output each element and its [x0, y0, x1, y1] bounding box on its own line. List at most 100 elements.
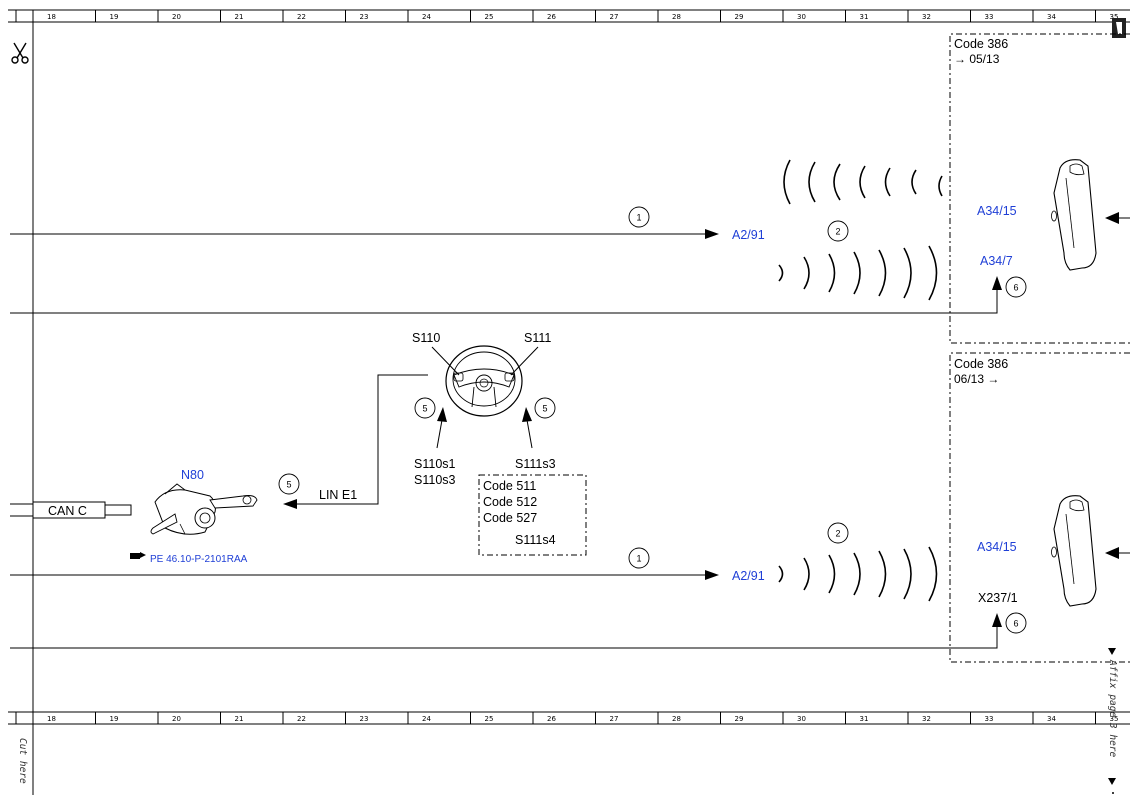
- code-386-bottom-sub: 06/13 →: [954, 372, 999, 386]
- svg-text:6: 6: [1013, 283, 1018, 293]
- label-a34-15-top: A34/15: [977, 204, 1017, 218]
- pointing-finger-icon: [130, 552, 146, 559]
- cut-here-label: Cut here: [17, 738, 28, 784]
- ruler-number-bottom: 20: [172, 715, 181, 723]
- label-a2-91-bottom: A2/91: [732, 569, 765, 583]
- ruler-number-top: 32: [922, 13, 931, 21]
- label-s111s4: S111s4: [515, 533, 556, 547]
- ruler-number-top: 29: [735, 13, 744, 21]
- affix-arrow-top: [1108, 648, 1116, 655]
- callout-6-bottom: 6: [1005, 612, 1027, 634]
- callout-5-left: 5: [414, 397, 436, 419]
- label-a34-15-bottom: A34/15: [977, 540, 1017, 554]
- label-a2-91-top: A2/91: [732, 228, 765, 242]
- ruler-number-top: 20: [172, 13, 181, 21]
- svg-text:5: 5: [422, 404, 427, 414]
- ruler-number-bottom: 23: [360, 715, 369, 723]
- ruler-number-top: 31: [860, 13, 869, 21]
- label-s111: S111: [524, 331, 551, 345]
- ruler-number-bottom: 21: [235, 715, 244, 723]
- svg-text:6: 6: [1013, 619, 1018, 629]
- ruler-number-bottom: 34: [1047, 715, 1056, 723]
- label-lin-e1: LIN E1: [319, 488, 357, 502]
- ruler-number-top: 33: [985, 13, 994, 21]
- code-386-top-title: Code 386: [954, 37, 1008, 51]
- callout-2-bottom: 2: [827, 522, 849, 544]
- scissors-icon: [11, 42, 29, 64]
- radio-waves-bottom: [778, 546, 938, 602]
- phone-cradle-icon: [1051, 495, 1097, 607]
- ruler-number-top: 22: [297, 13, 306, 21]
- leader-s111: [510, 346, 539, 376]
- arrow-head: [705, 229, 719, 239]
- ruler-number-bottom: 22: [297, 715, 306, 723]
- top-signal-line-2: [10, 290, 998, 314]
- code-386-top-sub: → 05/13: [954, 52, 1000, 66]
- arrow-head: [705, 570, 719, 580]
- label-pe-ref: PE 46.10-P-2101RAA: [150, 554, 248, 565]
- label-can-c: CAN C: [48, 504, 87, 518]
- ruler-number-bottom: 33: [985, 715, 994, 723]
- ruler-number-bottom: 28: [672, 715, 681, 723]
- affix-label: Affix page 3 here: [1107, 659, 1118, 758]
- combination-switch-icon: [150, 483, 258, 535]
- label-s110s1: S110s1: [414, 457, 456, 471]
- label-n80: N80: [181, 468, 204, 482]
- code-box: [478, 474, 587, 556]
- ruler-number-top: 26: [547, 13, 556, 21]
- callout-1-bottom: 1: [628, 547, 650, 569]
- ruler-number-bottom: 30: [797, 715, 806, 723]
- callout-5-right: 5: [534, 397, 556, 419]
- arrow-head: [992, 276, 1002, 290]
- ruler-number-top: 23: [360, 13, 369, 21]
- code-box-line-3: Code 527: [483, 511, 537, 525]
- arrow-head: [283, 499, 297, 509]
- lin-e1-line: [297, 374, 428, 505]
- arrow-s111s3: [526, 419, 533, 449]
- arrow-head: [437, 407, 447, 422]
- callout-6-top: 6: [1005, 276, 1027, 298]
- ruler-number-bottom: 18: [47, 715, 56, 723]
- pointing-hand-icon: [1112, 18, 1126, 38]
- callout-1-top: 1: [628, 206, 650, 228]
- code-box-line-1: Code 511: [483, 479, 536, 493]
- ruler-number-top: 19: [110, 13, 119, 21]
- ruler-number-top: 24: [422, 13, 431, 21]
- code-386-bottom-title: Code 386: [954, 357, 1008, 371]
- ruler-number-top: 34: [1047, 13, 1056, 21]
- ruler-number-top: 28: [672, 13, 681, 21]
- ruler-number-bottom: 26: [547, 715, 556, 723]
- code-box-line-2: Code 512: [483, 495, 537, 509]
- arrow-s110s1: [436, 419, 443, 449]
- ruler-number-bottom: 31: [860, 715, 869, 723]
- ruler-number-bottom: 27: [610, 715, 619, 723]
- label-a34-7: A34/7: [980, 254, 1013, 268]
- ruler-number-bottom: 32: [922, 715, 931, 723]
- code-386-top-box: [949, 33, 1130, 344]
- ruler-number-bottom: 29: [735, 715, 744, 723]
- ruler-number-top: 27: [610, 13, 619, 21]
- svg-text:5: 5: [286, 480, 291, 490]
- leader-s110: [431, 346, 460, 376]
- arrow-head: [1105, 547, 1119, 559]
- ruler-number-top: 21: [235, 13, 244, 21]
- arrow-head: [522, 407, 532, 422]
- label-x237-1: X237/1: [978, 591, 1018, 605]
- bottom-signal-line-2: [10, 627, 998, 649]
- svg-text:5: 5: [542, 404, 547, 414]
- can-c-tail: [104, 504, 132, 516]
- affix-arrow-bottom: [1108, 778, 1116, 785]
- label-s110: S110: [412, 331, 440, 345]
- label-s110s3: S110s3: [414, 473, 456, 487]
- callout-5-n80: 5: [278, 473, 300, 495]
- ruler-number-bottom: 35: [1110, 715, 1119, 723]
- ruler-number-top: 30: [797, 13, 806, 21]
- svg-text:2: 2: [835, 529, 840, 539]
- ruler-number-top: 18: [47, 13, 56, 21]
- affix-dot: [1112, 792, 1114, 794]
- arrow-head: [992, 613, 1002, 627]
- ruler-number-bottom: 24: [422, 715, 431, 723]
